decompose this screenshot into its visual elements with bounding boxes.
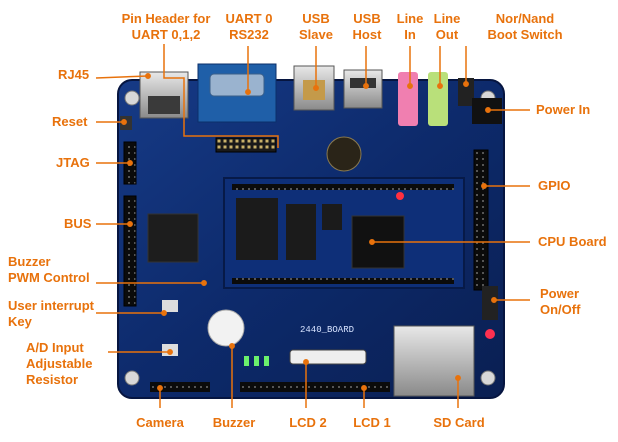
sd-card-slot bbox=[393, 325, 475, 397]
usb-host-port bbox=[343, 69, 383, 109]
label-power-onoff: Power On/Off bbox=[540, 286, 581, 317]
mount-hole bbox=[124, 90, 140, 106]
buzzer-component bbox=[207, 309, 245, 347]
mount-hole bbox=[124, 370, 140, 386]
board-silkscreen: 2440_BOARD bbox=[300, 325, 354, 335]
line-in-jack bbox=[398, 72, 418, 126]
label-jtag: JTAG bbox=[56, 155, 90, 170]
label-buzzer-pwm: Buzzer PWM Control bbox=[8, 254, 90, 285]
label-gpio: GPIO bbox=[538, 178, 571, 193]
label-pin-header: Pin Header for UART 0,1,2 bbox=[121, 11, 211, 42]
rtc-battery bbox=[326, 136, 362, 172]
boot-switch bbox=[458, 78, 474, 106]
bus-header bbox=[123, 195, 137, 307]
label-bus: BUS bbox=[64, 216, 92, 231]
gpio-header bbox=[473, 149, 489, 291]
label-usb-host: USB Host bbox=[352, 11, 382, 42]
lcd1-header bbox=[240, 382, 390, 392]
label-user-interrupt: User interrupt Key bbox=[8, 298, 94, 329]
label-line-out: Line Out bbox=[433, 11, 461, 42]
user-key bbox=[162, 300, 178, 312]
mount-hole bbox=[480, 370, 496, 386]
label-power-in: Power In bbox=[536, 102, 591, 117]
uart-pin-header bbox=[215, 137, 277, 153]
label-cpu-board: CPU Board bbox=[538, 234, 607, 249]
label-reset: Reset bbox=[52, 114, 88, 129]
label-ad-input: A/D Input Adjustable Resistor bbox=[26, 340, 93, 387]
line-out-jack bbox=[428, 72, 448, 126]
label-usb-slave: USB Slave bbox=[299, 11, 333, 42]
lcd2-connector bbox=[289, 349, 367, 365]
label-rj45: RJ45 bbox=[58, 67, 90, 82]
label-line-in: Line In bbox=[396, 11, 424, 42]
label-lcd2: LCD 2 bbox=[289, 415, 327, 430]
label-lcd1: LCD 1 bbox=[353, 415, 391, 430]
label-boot-switch: Nor/Nand Boot Switch bbox=[487, 11, 563, 42]
label-uart0: UART 0 RS232 bbox=[225, 11, 273, 42]
label-buzzer: Buzzer bbox=[212, 415, 256, 430]
camera-header bbox=[150, 382, 210, 392]
power-switch bbox=[482, 286, 498, 320]
label-camera: Camera bbox=[136, 415, 184, 430]
label-sd-card: SD Card bbox=[433, 415, 485, 430]
